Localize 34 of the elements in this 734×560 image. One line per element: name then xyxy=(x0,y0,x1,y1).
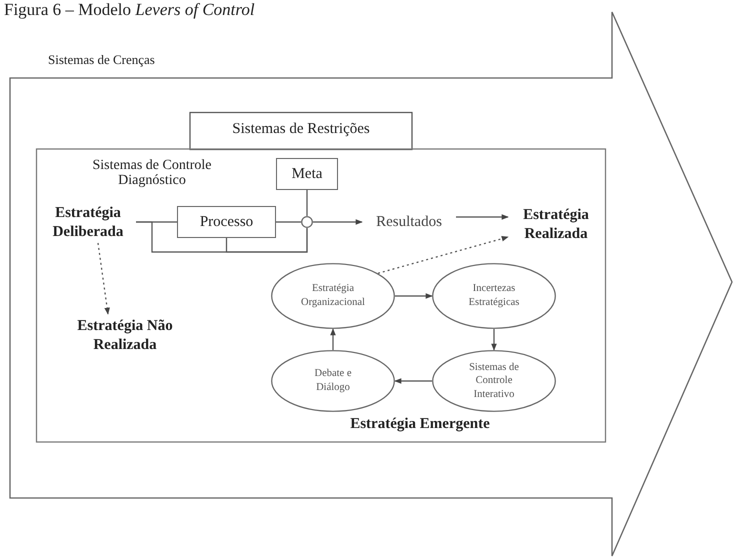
node-text: Debate e Diálogo xyxy=(313,367,353,395)
arrow xyxy=(491,329,497,351)
arrow xyxy=(395,293,433,299)
node-text: Meta xyxy=(290,166,324,182)
connector-line xyxy=(136,221,308,253)
node-text: Estratégia Realizada xyxy=(522,206,590,244)
ellipse-node xyxy=(271,263,395,329)
node-text: Processo xyxy=(198,214,254,230)
ellipse-node xyxy=(432,350,556,412)
node-text: Incertezas Estratégicas xyxy=(468,282,520,310)
area-label: Sistemas de Controle Diagnóstico xyxy=(92,158,212,189)
junction-circle xyxy=(301,216,313,228)
frame-heading: Sistemas de Crenças xyxy=(48,52,155,68)
node-text: Resultados xyxy=(375,214,443,230)
tab-heading: Sistemas de Restrições xyxy=(231,121,371,138)
arrow xyxy=(97,242,110,315)
connector-line xyxy=(306,190,308,216)
process-box xyxy=(276,158,338,190)
tabbed-frame xyxy=(36,112,606,443)
arrow xyxy=(456,214,509,220)
arrow xyxy=(313,219,363,225)
node-text: Estratégia Não Realizada xyxy=(76,317,174,355)
ellipse-node xyxy=(432,263,556,329)
figure-title: Figura 6 – Modelo Levers of Control xyxy=(4,0,255,20)
area-label: Estratégia Emergente xyxy=(349,416,491,432)
arrow xyxy=(378,236,509,274)
connector-line xyxy=(276,221,301,223)
process-box xyxy=(177,206,276,238)
arrow xyxy=(394,378,432,384)
node-text: Estratégia Organizacional xyxy=(300,282,366,310)
node-text: Estratégia Deliberada xyxy=(52,204,124,242)
node-text: Sistemas de Controle Interativo xyxy=(468,360,520,402)
arrow xyxy=(330,328,336,350)
ellipse-node xyxy=(271,350,395,412)
